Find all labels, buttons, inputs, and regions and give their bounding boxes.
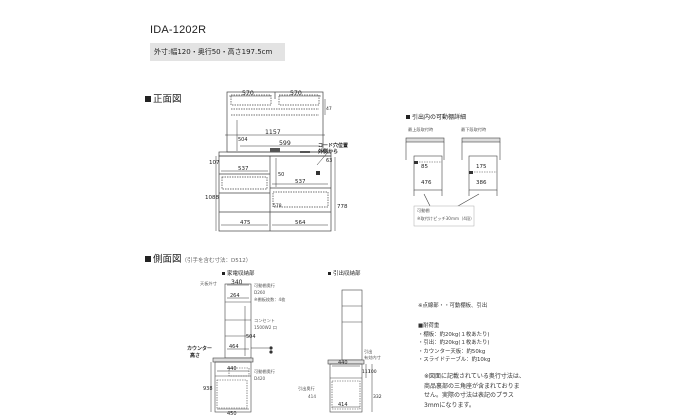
depth-caveat: ※図面に記載されている奥行寸法は、 商品裏部の三角座が含まれておりま せん。実際… — [424, 372, 525, 410]
dim-475: 475 — [240, 220, 251, 226]
dashed-legend: ※点線部・・可動棚板、引出 — [418, 303, 488, 309]
side-r-117: 117 — [362, 369, 371, 375]
rail-left-top: 85 — [421, 164, 428, 170]
dim-537b: 537 — [295, 179, 306, 185]
drawer-inner-note-2: 有効内寸 — [364, 355, 381, 360]
dim-top-left: 570 — [242, 90, 254, 97]
square-bullet-icon — [145, 256, 151, 262]
front-view-title: 正面図 — [145, 91, 182, 105]
dim-1088: 1088 — [205, 195, 219, 201]
side-r-100: 100 — [368, 369, 377, 375]
caveat-line: せん。実際の寸法は表記のプラス — [424, 392, 514, 399]
dim-537a: 537 — [238, 166, 249, 172]
outlet-spec: 1500W2 口 — [254, 325, 277, 330]
rail-left-label: 最上段取付時 — [408, 127, 434, 132]
side-left-drawing: 340 264 504 464 440 938 450 — [203, 279, 273, 416]
square-bullet-icon — [406, 115, 410, 119]
side-504: 504 — [246, 334, 256, 340]
slide-depth-value: D420 — [254, 376, 266, 381]
lower-cabinet — [218, 155, 332, 232]
shelf-depth-value: D260 — [254, 290, 266, 295]
outlet-note: コンセント — [254, 318, 275, 323]
dim-564: 564 — [295, 220, 306, 226]
side-r-414: 414 — [338, 402, 348, 408]
dim-inner: 599 — [279, 140, 291, 147]
rail-detail-drawing: 85 476 175 386 — [405, 137, 501, 227]
side-264: 264 — [230, 293, 240, 299]
dim-504: 504 — [238, 137, 248, 143]
side-left-title: 家電収納部 — [222, 269, 255, 277]
side-right-title: 引出収納部 — [328, 269, 361, 277]
side-464: 464 — [229, 344, 239, 350]
rail-right-bottom: 386 — [476, 180, 487, 186]
caveat-line: 商品裏部の三角座が含まれておりま — [424, 382, 520, 390]
hutch-outline — [226, 91, 324, 153]
dim-63: 63 — [326, 158, 332, 164]
dim-107: 107 — [209, 160, 220, 166]
rail-detail-title: 引出内の可動棚詳細 — [406, 112, 466, 121]
caveat-line: 3mmになります。 — [424, 401, 475, 409]
counter-height-label-2: 高さ — [190, 353, 201, 359]
square-bullet-icon — [222, 272, 225, 275]
square-bullet-icon — [328, 272, 331, 275]
dim-50: 50 — [278, 172, 284, 178]
outer-dimensions-box: 外寸:幅120・奥行50・高さ197.5cm — [150, 43, 285, 61]
cord-hole-label: コード穴位置 外側から — [318, 143, 349, 155]
front-view-drawing: 570 570 47 1157 599 504 107 537 50 537 1… — [205, 90, 348, 232]
side-938: 938 — [203, 386, 213, 392]
square-bullet-icon — [145, 96, 151, 102]
counter-top — [218, 151, 332, 157]
slide-depth-note: 可動棚奥行 — [254, 369, 275, 374]
caveat-line: ※図面に記載されている奥行寸法は、 — [424, 373, 525, 380]
drawer-depth-note: 引出奥行 — [298, 386, 315, 391]
drawer-inner-note: 引出 — [364, 349, 373, 354]
rail-note-pitch: ※取付けピッチ30mm（4段） — [417, 216, 475, 221]
rail-right-top: 175 — [476, 164, 487, 170]
top-outer-note: 天板外寸 — [200, 281, 217, 286]
dim-578: 578 — [273, 203, 282, 209]
dim-top-side: 47 — [326, 106, 332, 112]
capacity-title: ■耐荷重 — [418, 323, 440, 329]
rail-right-label: 最下段取付時 — [461, 127, 487, 132]
rail-left-bottom: 476 — [421, 180, 432, 186]
rail-note-shelf: 可動棚 — [417, 208, 430, 213]
model-number: IDA-1202R — [150, 24, 207, 36]
dim-width-total: 1157 — [265, 129, 281, 136]
capacity-item: ・棚板：約20kg(１枚あたり) — [418, 331, 490, 338]
side-r-332: 332 — [373, 394, 382, 400]
shelf-depth-note: 可動棚奥行 — [254, 283, 275, 288]
capacity-item: ・カウンター天板：約50kg — [418, 348, 486, 355]
dim-top-right: 570 — [290, 90, 302, 97]
capacity-block: ■耐荷重 ・棚板：約20kg(１枚あたり) ・引出：約20kg(１枚あたり) ・… — [418, 322, 490, 365]
side-r-440: 440 — [338, 360, 348, 366]
drawer-depth-value: 414 — [308, 394, 316, 399]
side-view-title: 側面図（引手を含む寸法：D512） — [145, 251, 251, 265]
capacity-item: ・引出：約20kg(１枚あたり) — [418, 340, 490, 347]
side-340: 340 — [231, 279, 243, 286]
dim-778: 778 — [337, 204, 348, 210]
counter-height-label: カウンター — [187, 346, 213, 352]
side-440: 440 — [227, 366, 237, 372]
side-right-drawing: 440 117 100 332 414 — [327, 289, 382, 413]
capacity-item: ・スライドテーブル：約10kg — [418, 357, 491, 364]
shelf-count-note: ※棚板枚数：4枚 — [254, 297, 286, 302]
side-450: 450 — [227, 411, 237, 416]
